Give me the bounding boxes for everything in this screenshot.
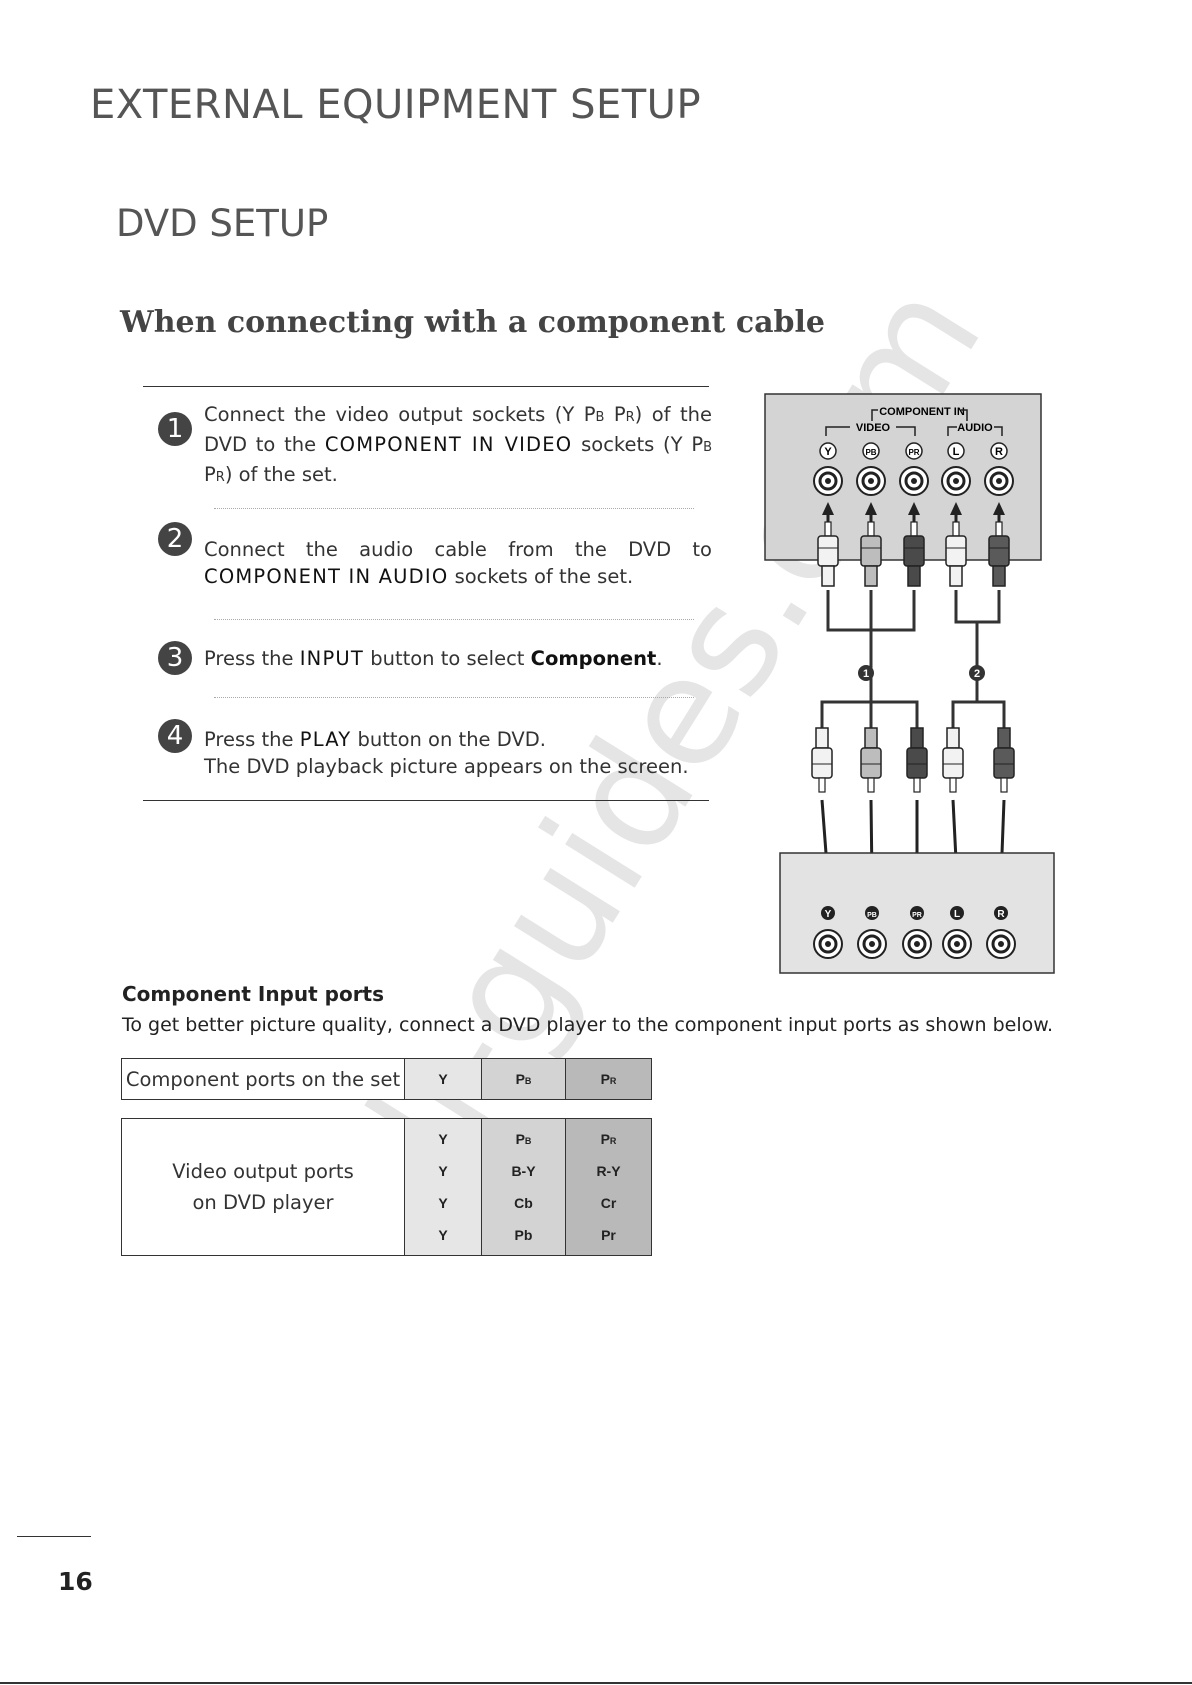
tv-jack-label: L xyxy=(953,446,960,458)
dvd-port-cell: Pb xyxy=(514,1227,533,1243)
audio-label: AUDIO xyxy=(957,422,993,434)
dvd-jack-label-icon xyxy=(910,906,924,920)
rca-plug xyxy=(993,727,1015,793)
rca-plug xyxy=(988,521,1010,587)
tv-jack-label-icon xyxy=(947,442,965,460)
arrow-up-icon xyxy=(865,502,877,515)
ports-heading: Component Input ports xyxy=(122,982,385,1006)
dvd-jack-label-icon xyxy=(821,906,835,920)
step-1-number: 1 xyxy=(158,412,192,446)
cable-marker xyxy=(969,665,985,681)
tv-jack-label: Y xyxy=(824,446,832,458)
steps-top-rule xyxy=(143,386,709,387)
dvd-port-cell: Y xyxy=(438,1227,448,1243)
tv-jack-pin xyxy=(868,478,874,484)
dvd-jack-label: R xyxy=(997,909,1005,920)
rca-plug xyxy=(903,521,925,587)
video-label: VIDEO xyxy=(856,422,891,434)
dvd-port-cell: Cr xyxy=(600,1195,617,1211)
rca-plug xyxy=(811,727,833,793)
arrow-up-icon xyxy=(822,502,834,515)
tv-jack-pin xyxy=(996,478,1002,484)
dvd-port-cell: PR xyxy=(600,1131,617,1147)
section-title: DVD SETUP xyxy=(116,202,329,245)
page-number: 16 xyxy=(58,1567,93,1596)
rca-plug xyxy=(906,727,928,793)
arrow-up-icon xyxy=(950,502,962,515)
step-3-number: 3 xyxy=(158,641,192,675)
set-port-pr: PR xyxy=(565,1058,652,1100)
step-1-text: Connect the video output sockets (Y PB P… xyxy=(204,403,713,486)
rca-plug xyxy=(817,521,839,587)
connection-diagram: COMPONENT IN VIDEO AUDIO Y PB PR L R 1 2 Y PB P… xyxy=(764,393,1055,974)
rca-plug xyxy=(945,521,967,587)
dvd-jack-label: Y xyxy=(825,909,832,920)
tv-jack-pin xyxy=(825,478,831,484)
cable-marker-label: 1 xyxy=(863,668,869,680)
tv-jack-label-icon xyxy=(905,442,923,460)
tv-jack-label: PB xyxy=(865,448,876,457)
dvd-jack-label-icon xyxy=(994,906,1008,920)
set-port-y: Y xyxy=(404,1058,482,1100)
cable-marker xyxy=(858,665,874,681)
dvd-jack-label: PR xyxy=(912,912,922,919)
step-divider xyxy=(214,619,694,620)
page-number-rule xyxy=(17,1536,91,1537)
dvd-jack-label-icon xyxy=(865,906,879,920)
dvd-ports-label: Video output ports on DVD player xyxy=(121,1118,405,1256)
page-title: EXTERNAL EQUIPMENT SETUP xyxy=(90,82,702,128)
bottom-rule xyxy=(0,1682,1192,1684)
step-4-number: 4 xyxy=(158,719,192,753)
arrow-up-icon xyxy=(908,502,920,515)
step-4-text: Press the PLAY button on the DVD. The DV… xyxy=(204,728,689,778)
step-divider xyxy=(214,697,694,698)
dvd-port-cell: Y xyxy=(438,1163,448,1179)
rca-plug xyxy=(942,727,964,793)
dvd-port-cell: Y xyxy=(438,1195,448,1211)
dvd-port-cell: Cb xyxy=(514,1195,533,1211)
arrow-up-icon xyxy=(993,502,1005,515)
rca-plug xyxy=(860,727,882,793)
dvd-port-cell: B-Y xyxy=(511,1163,536,1179)
dvd-port-cell: R-Y xyxy=(596,1163,621,1179)
tv-jack-label-icon xyxy=(819,442,837,460)
step-2-text: Connect the audio cable from the DVD to … xyxy=(204,538,712,588)
dvd-port-cell: Y xyxy=(438,1131,448,1147)
set-ports-table: Component ports on the set Y PB PR xyxy=(121,1058,652,1100)
dvd-jack-label: L xyxy=(954,909,960,920)
set-port-pb: PB xyxy=(481,1058,566,1100)
steps-bottom-rule xyxy=(143,800,709,801)
dvd-jack-label: PB xyxy=(867,912,877,919)
tv-jack-pin xyxy=(953,478,959,484)
dvd-jack-label-icon xyxy=(950,906,964,920)
tv-jack-label-icon xyxy=(862,442,880,460)
cable-marker-label: 2 xyxy=(974,668,980,680)
tv-jack-label: R xyxy=(995,446,1003,458)
set-ports-label: Component ports on the set xyxy=(121,1058,405,1100)
tv-jack-label: PR xyxy=(908,448,919,457)
rca-plug xyxy=(860,521,882,587)
step-3-text: Press the INPUT button to select Compone… xyxy=(204,647,663,670)
dvd-port-cell: PB xyxy=(515,1131,532,1147)
subsection-title: When connecting with a component cable xyxy=(120,305,825,340)
panel-title: COMPONENT IN xyxy=(879,406,965,418)
tv-jack-pin xyxy=(911,478,917,484)
dvd-port-cell: Pr xyxy=(601,1227,616,1243)
step-divider xyxy=(214,508,694,509)
step-2-number: 2 xyxy=(158,522,192,556)
ports-description: To get better picture quality, connect a… xyxy=(122,1014,1054,1036)
tv-jack-label-icon xyxy=(990,442,1008,460)
